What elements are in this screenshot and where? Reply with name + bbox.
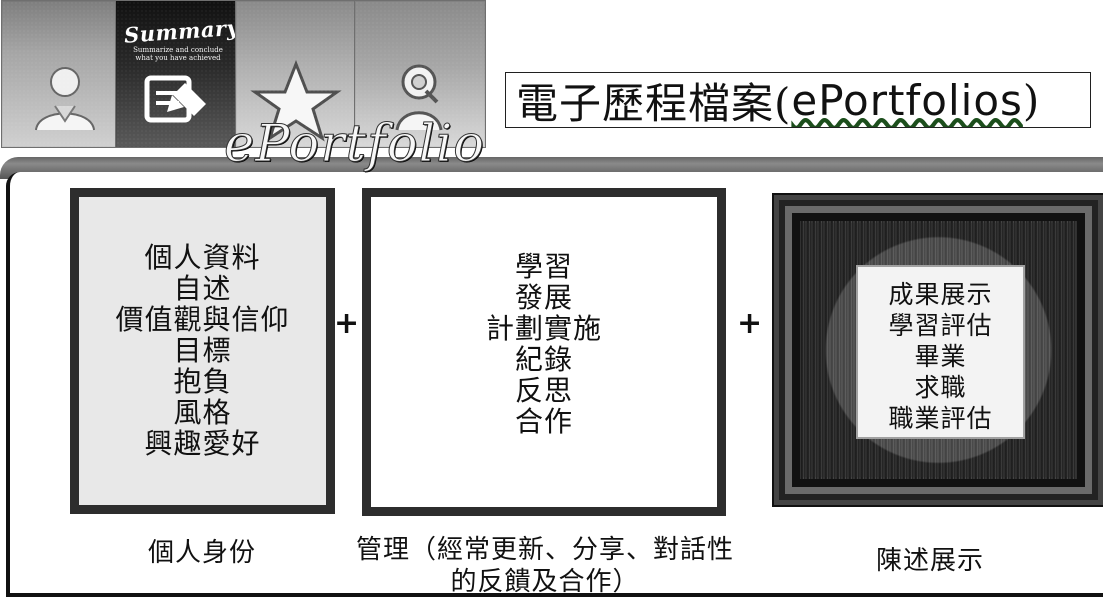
personal-identity-line-5: 抱負 [173, 365, 232, 398]
presentation-line-4: 求職 [914, 373, 967, 402]
management-line-4: 紀錄 [514, 343, 573, 376]
management-line-2: 發展 [514, 281, 573, 314]
star-card-title [244, 15, 348, 22]
plus-sign-2: + [737, 306, 763, 341]
presentation-line-1: 成果展示 [888, 280, 993, 309]
personal-identity-line-3: 價值觀與信仰 [115, 303, 290, 336]
person-icon [2, 65, 128, 137]
personal-identity-line-1: 個人資料 [144, 241, 261, 274]
management-line-3: 計劃實施 [485, 312, 602, 345]
presentation-caption: 陳述展示 [875, 546, 984, 576]
presentation-line-3: 畢業 [914, 342, 967, 371]
person-magnifier-icon [355, 64, 485, 137]
personal-identity-line-4: 目標 [173, 334, 232, 367]
top-image-strip: Summary Summarize and conclude what you … [0, 0, 500, 190]
plus-sign-1: + [334, 306, 360, 341]
management-caption: 管理（經常更新、分享、對話性的反饋及合作） [355, 535, 734, 597]
search-card-title [363, 15, 477, 23]
title-highlight-text: ePortfolios [791, 75, 1023, 125]
title-main-text: 電子歷程檔案( [516, 78, 792, 128]
personal-identity-line-7: 興趣愛好 [144, 427, 261, 460]
document-pencil-icon [116, 65, 240, 137]
title-end-text: ) [1022, 75, 1041, 125]
personal-identity-caption: 個人身份 [147, 538, 256, 568]
presentation-line-5: 職業評估 [888, 404, 993, 433]
page-title: 電子歷程檔案(ePortfolios) [505, 72, 1091, 128]
management-line-5: 反思 [514, 374, 573, 407]
summary-card: Summary Summarize and conclude what you … [115, 0, 241, 148]
star-card [235, 0, 357, 148]
search-card [354, 0, 486, 148]
management-line-6: 合作 [514, 405, 573, 438]
presentation-frame: 成果展示 學習評估 畢業 求職 職業評估 [772, 193, 1103, 507]
personal-identity-box: 個人資料 自述 價值觀與信仰 目標 抱負 風格 興趣愛好 [70, 188, 335, 514]
profile-card [1, 0, 129, 148]
summary-card-subtitle: Summarize and conclude what you have ach… [133, 46, 223, 62]
presentation-box: 成果展示 學習評估 畢業 求職 職業評估 [856, 265, 1025, 439]
presentation-line-2: 學習評估 [888, 311, 993, 340]
management-line-1: 學習 [514, 250, 573, 283]
eportfolio-brand-text: ePortfolio [224, 115, 485, 175]
personal-identity-line-2: 自述 [173, 272, 232, 305]
content-panel: 個人資料 自述 價值觀與信仰 目標 抱負 風格 興趣愛好 + 學習 發展 計劃實… [6, 172, 1103, 597]
personal-identity-line-6: 風格 [173, 396, 232, 429]
star-icon [236, 59, 356, 142]
profile-card-title [10, 15, 120, 23]
management-box: 學習 發展 計劃實施 紀錄 反思 合作 [362, 188, 726, 516]
summary-card-title: Summary [123, 14, 240, 48]
